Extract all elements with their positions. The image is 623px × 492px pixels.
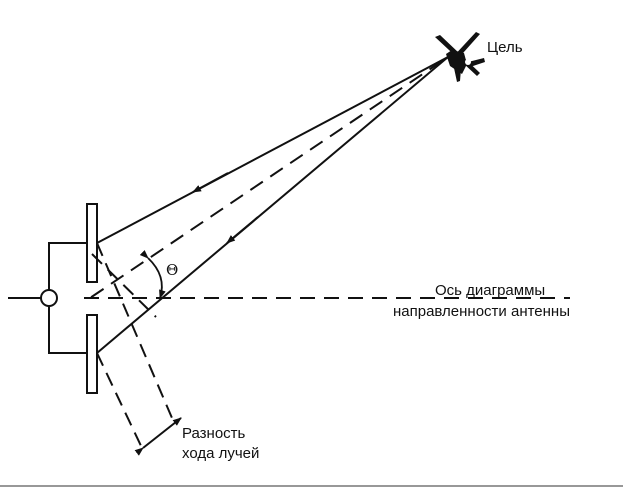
- path-difference-label-line1: Разность: [182, 425, 246, 442]
- angle-arc: [139, 249, 166, 299]
- lower-antenna-element: [86, 314, 98, 394]
- upper-antenna-element: [86, 203, 98, 283]
- antenna-system: [8, 203, 98, 394]
- aircraft-icon: [435, 32, 485, 82]
- upper-ray: [96, 56, 449, 244]
- path-difference-dimension: [134, 417, 182, 456]
- axis-label-line2: направленности антенны: [393, 303, 570, 320]
- feed-line-upper: [48, 242, 87, 290]
- angle-label: Θ: [166, 261, 178, 279]
- feed-line-lower: [48, 306, 87, 354]
- boresight-direction-line: [89, 60, 443, 299]
- path-difference-label-line2: хода лучей: [182, 445, 259, 462]
- wavefront-perpendicular-lower: [96, 352, 143, 449]
- upper-ray-direction-arrow: [192, 172, 229, 193]
- lower-ray: [96, 56, 449, 354]
- wavefront-upper-antenna: [91, 253, 157, 318]
- lower-ray-direction-arrow: [226, 216, 259, 244]
- junction-node: [40, 289, 58, 307]
- target-label: Цель: [487, 39, 523, 56]
- axis-label-line1: Ось диаграммы: [435, 282, 545, 299]
